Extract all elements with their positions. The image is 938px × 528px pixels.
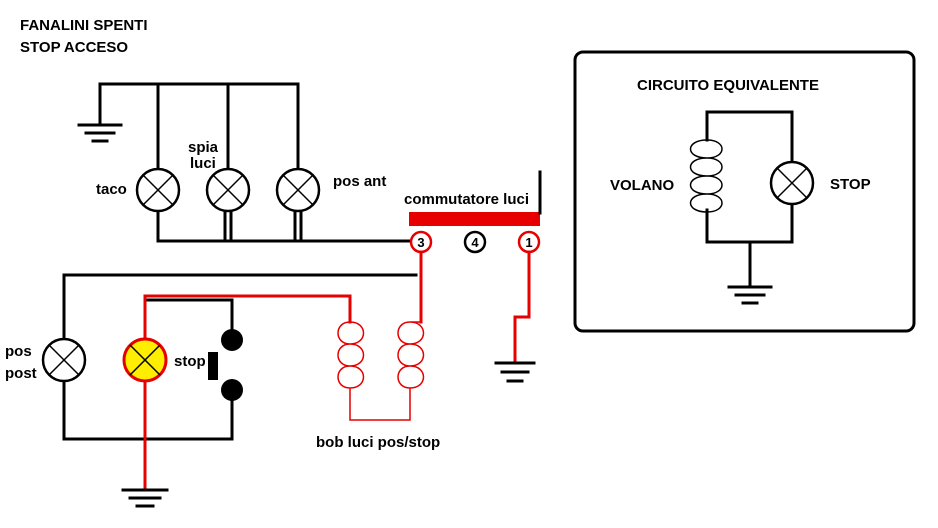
pos-post-label-1: pos [5, 343, 32, 360]
ground-symbol-equivalent [727, 285, 773, 305]
pos-post-lamp [41, 337, 87, 383]
stop-switch-label: stop [174, 353, 206, 370]
equivalent-circuit-panel: CIRCUITO EQUIVALENTE VOLANO STOP [573, 50, 916, 333]
pos-post-label-2: post [5, 365, 37, 382]
title-line-2: STOP ACCESO [20, 39, 128, 56]
terminal-1-label: 1 [525, 235, 532, 250]
terminal-4 [463, 230, 487, 254]
ground-symbol-stop [121, 488, 169, 508]
volano-coil [689, 139, 723, 213]
stop-lamp [122, 337, 168, 383]
equivalent-stop-label: STOP [830, 176, 871, 193]
bob-coil-left [337, 321, 411, 421]
taco-lamp [135, 167, 181, 213]
bob-coil-right [397, 321, 425, 389]
taco-label: taco [96, 181, 127, 198]
spia-label-1: spia [188, 139, 219, 156]
pos-ant-lamp [275, 167, 321, 213]
stop-switch [208, 329, 243, 401]
ground-symbol-switch [494, 361, 536, 383]
spia-luci-lamp [205, 167, 251, 213]
equivalent-title: CIRCUITO EQUIVALENTE [637, 77, 819, 94]
title-line-1: FANALINI SPENTI [20, 17, 148, 34]
equivalent-stop-lamp [769, 160, 815, 206]
volano-label: VOLANO [610, 177, 675, 194]
terminal-4-label: 4 [471, 235, 479, 250]
bob-label: bob luci pos/stop [316, 434, 440, 451]
terminal-3-label: 3 [417, 235, 424, 250]
spia-label-2: luci [190, 155, 216, 172]
top-lamp-bank [77, 82, 419, 243]
pos-ant-label: pos ant [333, 173, 386, 190]
light-switch: 3 4 1 [409, 170, 542, 254]
commutatore-label: commutatore luci [404, 191, 529, 208]
ground-symbol-top [77, 123, 123, 143]
